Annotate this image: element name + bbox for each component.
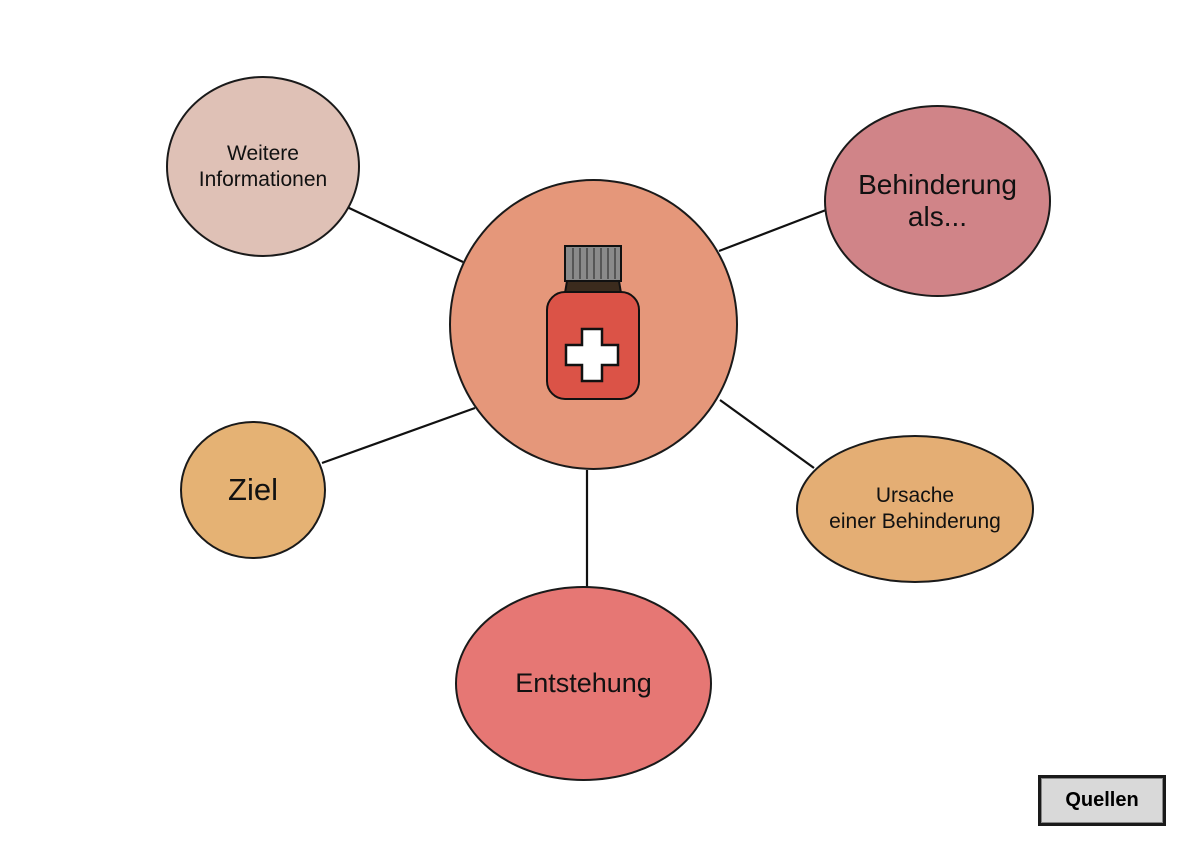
node-entstehung-label: Entstehung (515, 668, 652, 698)
node-entstehung[interactable]: Entstehung (455, 586, 712, 781)
node-weitere-informationen[interactable]: Weitere Informationen (166, 76, 360, 257)
connector-info (346, 206, 464, 263)
node-ziel-label: Ziel (228, 472, 278, 507)
node-ursache-label: Ursache einer Behinderung (829, 484, 1001, 533)
bottle-cap (564, 245, 621, 281)
node-weitere-informationen-label: Weitere Informationen (198, 141, 328, 191)
node-ursache-einer-behinderung[interactable]: Ursache einer Behinderung (796, 435, 1034, 583)
quellen-button[interactable]: Quellen (1038, 775, 1166, 826)
connector-ursache (719, 399, 815, 469)
node-behinderung-als-label: Behinderung als... (858, 169, 1017, 232)
node-ziel[interactable]: Ziel (180, 421, 326, 559)
central-circle (449, 179, 738, 470)
connector-ziel (321, 406, 476, 465)
cross-icon (564, 327, 619, 382)
node-behinderung-als[interactable]: Behinderung als... (824, 105, 1051, 297)
medicine-bottle-icon (545, 244, 640, 400)
connector-behinderung (718, 208, 827, 253)
